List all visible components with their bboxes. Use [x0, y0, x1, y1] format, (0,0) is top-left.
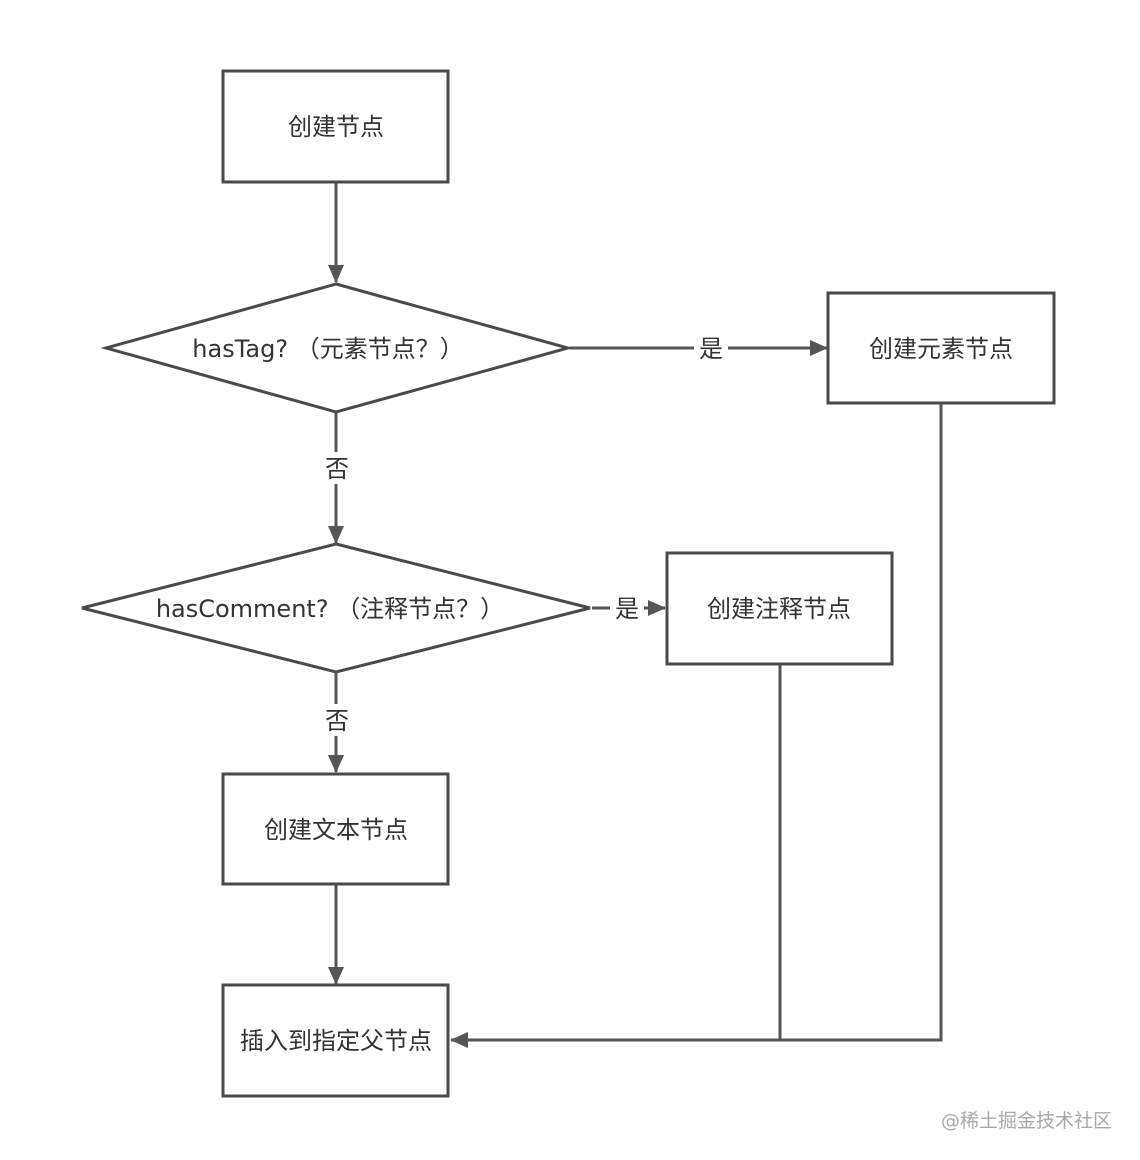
label-create-node: 创建节点: [288, 113, 384, 141]
edge-labels: 是 否 是 否: [320, 332, 728, 736]
watermark: @稀土掘金技术社区: [940, 1110, 1112, 1132]
edge-element-to-insert: [780, 403, 943, 1042]
node-create-element: 创建元素节点: [826, 291, 1056, 405]
node-create-comment: 创建注释节点: [665, 551, 894, 666]
edge-label-tag-no: 否: [325, 455, 349, 483]
edge-label-comment-yes: 是: [615, 595, 639, 623]
label-insert-parent: 插入到指定父节点: [240, 1027, 432, 1055]
node-has-tag: hasTag? （元素节点？）: [100, 282, 574, 414]
edge-label-comment-no: 否: [325, 707, 349, 735]
label-create-text: 创建文本节点: [264, 816, 408, 844]
node-insert-parent: 插入到指定父节点: [221, 983, 450, 1098]
node-create-text: 创建文本节点: [221, 772, 450, 886]
node-has-comment: hasComment? （注释节点？）: [81, 542, 591, 674]
label-create-comment: 创建注释节点: [707, 595, 851, 623]
edge-comment-to-insert: [450, 664, 782, 1048]
edge-label-tag-yes: 是: [699, 335, 723, 363]
node-create-node: 创建节点: [221, 69, 450, 184]
label-create-element: 创建元素节点: [869, 335, 1013, 363]
label-has-tag: hasTag? （元素节点？）: [192, 335, 463, 363]
label-has-comment: hasComment? （注释节点？）: [156, 595, 504, 623]
